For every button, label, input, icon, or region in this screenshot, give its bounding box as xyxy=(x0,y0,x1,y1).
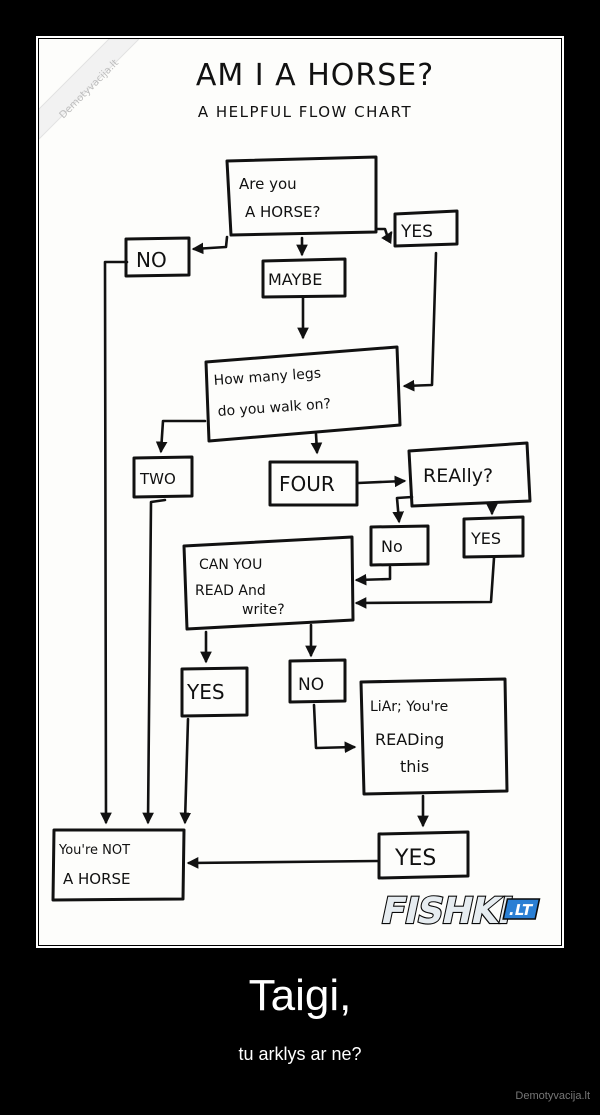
node-really: REAlly? xyxy=(407,441,532,508)
svg-text:this: this xyxy=(400,757,429,776)
node-really-yes: YES xyxy=(462,515,525,559)
svg-text:do you walk on?: do you walk on? xyxy=(217,396,331,420)
svg-text:A HORSE: A HORSE xyxy=(63,870,131,888)
node-liar-youre-reading-this: LiAr; You're READing this xyxy=(359,677,509,796)
svg-text:A HORSE?: A HORSE? xyxy=(245,203,321,221)
flowchart-title: AM I A HORSE? xyxy=(196,58,434,93)
fishki-logo-tld-badge xyxy=(502,898,541,920)
flowchart-svg: Demotyvacija.lt AM I A HORSE? A HELPFUL … xyxy=(39,39,541,933)
flowchart-connectors xyxy=(100,227,498,869)
svg-text:NO: NO xyxy=(298,675,324,695)
svg-text:write?: write? xyxy=(242,602,285,618)
svg-text:CAN YOU: CAN YOU xyxy=(199,557,262,573)
node-are-you-a-horse: Are you A HORSE? xyxy=(225,155,378,237)
flowchart-subtitle: A HELPFUL FLOW CHART xyxy=(198,103,412,121)
node-no-top: NO xyxy=(124,236,191,278)
node-yes-top: YES xyxy=(393,209,459,248)
corner-watermark-ribbon: Demotyvacija.lt xyxy=(39,39,140,140)
svg-text:YES: YES xyxy=(394,846,436,871)
caption-title: Taigi, xyxy=(248,971,352,1020)
fishki-logo-tld: .LT xyxy=(507,901,534,919)
node-maybe: MAYBE xyxy=(261,257,347,299)
svg-text:No: No xyxy=(381,537,403,556)
node-how-many-legs: How many legs do you walk on? xyxy=(204,345,402,443)
svg-text:NO: NO xyxy=(136,248,167,272)
svg-text:REAlly?: REAlly? xyxy=(423,465,493,487)
svg-text:YES: YES xyxy=(186,680,225,704)
svg-text:Are you: Are you xyxy=(239,175,297,193)
node-can-you-read-and-write: CAN YOU READ And write? xyxy=(182,535,355,631)
svg-text:READing: READing xyxy=(375,730,444,749)
svg-text:How many legs: How many legs xyxy=(213,366,321,389)
svg-text:LiAr; You're: LiAr; You're xyxy=(370,699,448,715)
node-four: FOUR xyxy=(268,460,359,507)
svg-text:YES: YES xyxy=(470,529,501,548)
svg-text:TWO: TWO xyxy=(139,470,176,488)
caption-subtitle: tu arklys ar ne? xyxy=(238,1044,362,1064)
svg-text:YES: YES xyxy=(400,222,433,242)
node-two: TWO xyxy=(132,455,194,499)
node-youre-not-a-horse: You're NOT A HORSE xyxy=(51,828,186,902)
fishki-logo-brand: FISHKI xyxy=(377,889,515,932)
node-read-no: NO xyxy=(288,658,347,704)
node-really-no: No xyxy=(369,524,430,567)
svg-text:MAYBE: MAYBE xyxy=(268,270,322,289)
svg-text:FOUR: FOUR xyxy=(279,472,335,496)
node-liar-yes: YES xyxy=(377,830,470,880)
fishki-logo: FISHKI .LT xyxy=(376,888,541,933)
svg-text:You're NOT: You're NOT xyxy=(58,843,130,858)
footer-watermark: Demotyvacija.lt xyxy=(515,1090,590,1102)
flowchart-image: Demotyvacija.lt AM I A HORSE? A HELPFUL … xyxy=(39,39,561,945)
node-read-yes: YES xyxy=(180,666,249,718)
svg-text:READ And: READ And xyxy=(195,583,266,599)
